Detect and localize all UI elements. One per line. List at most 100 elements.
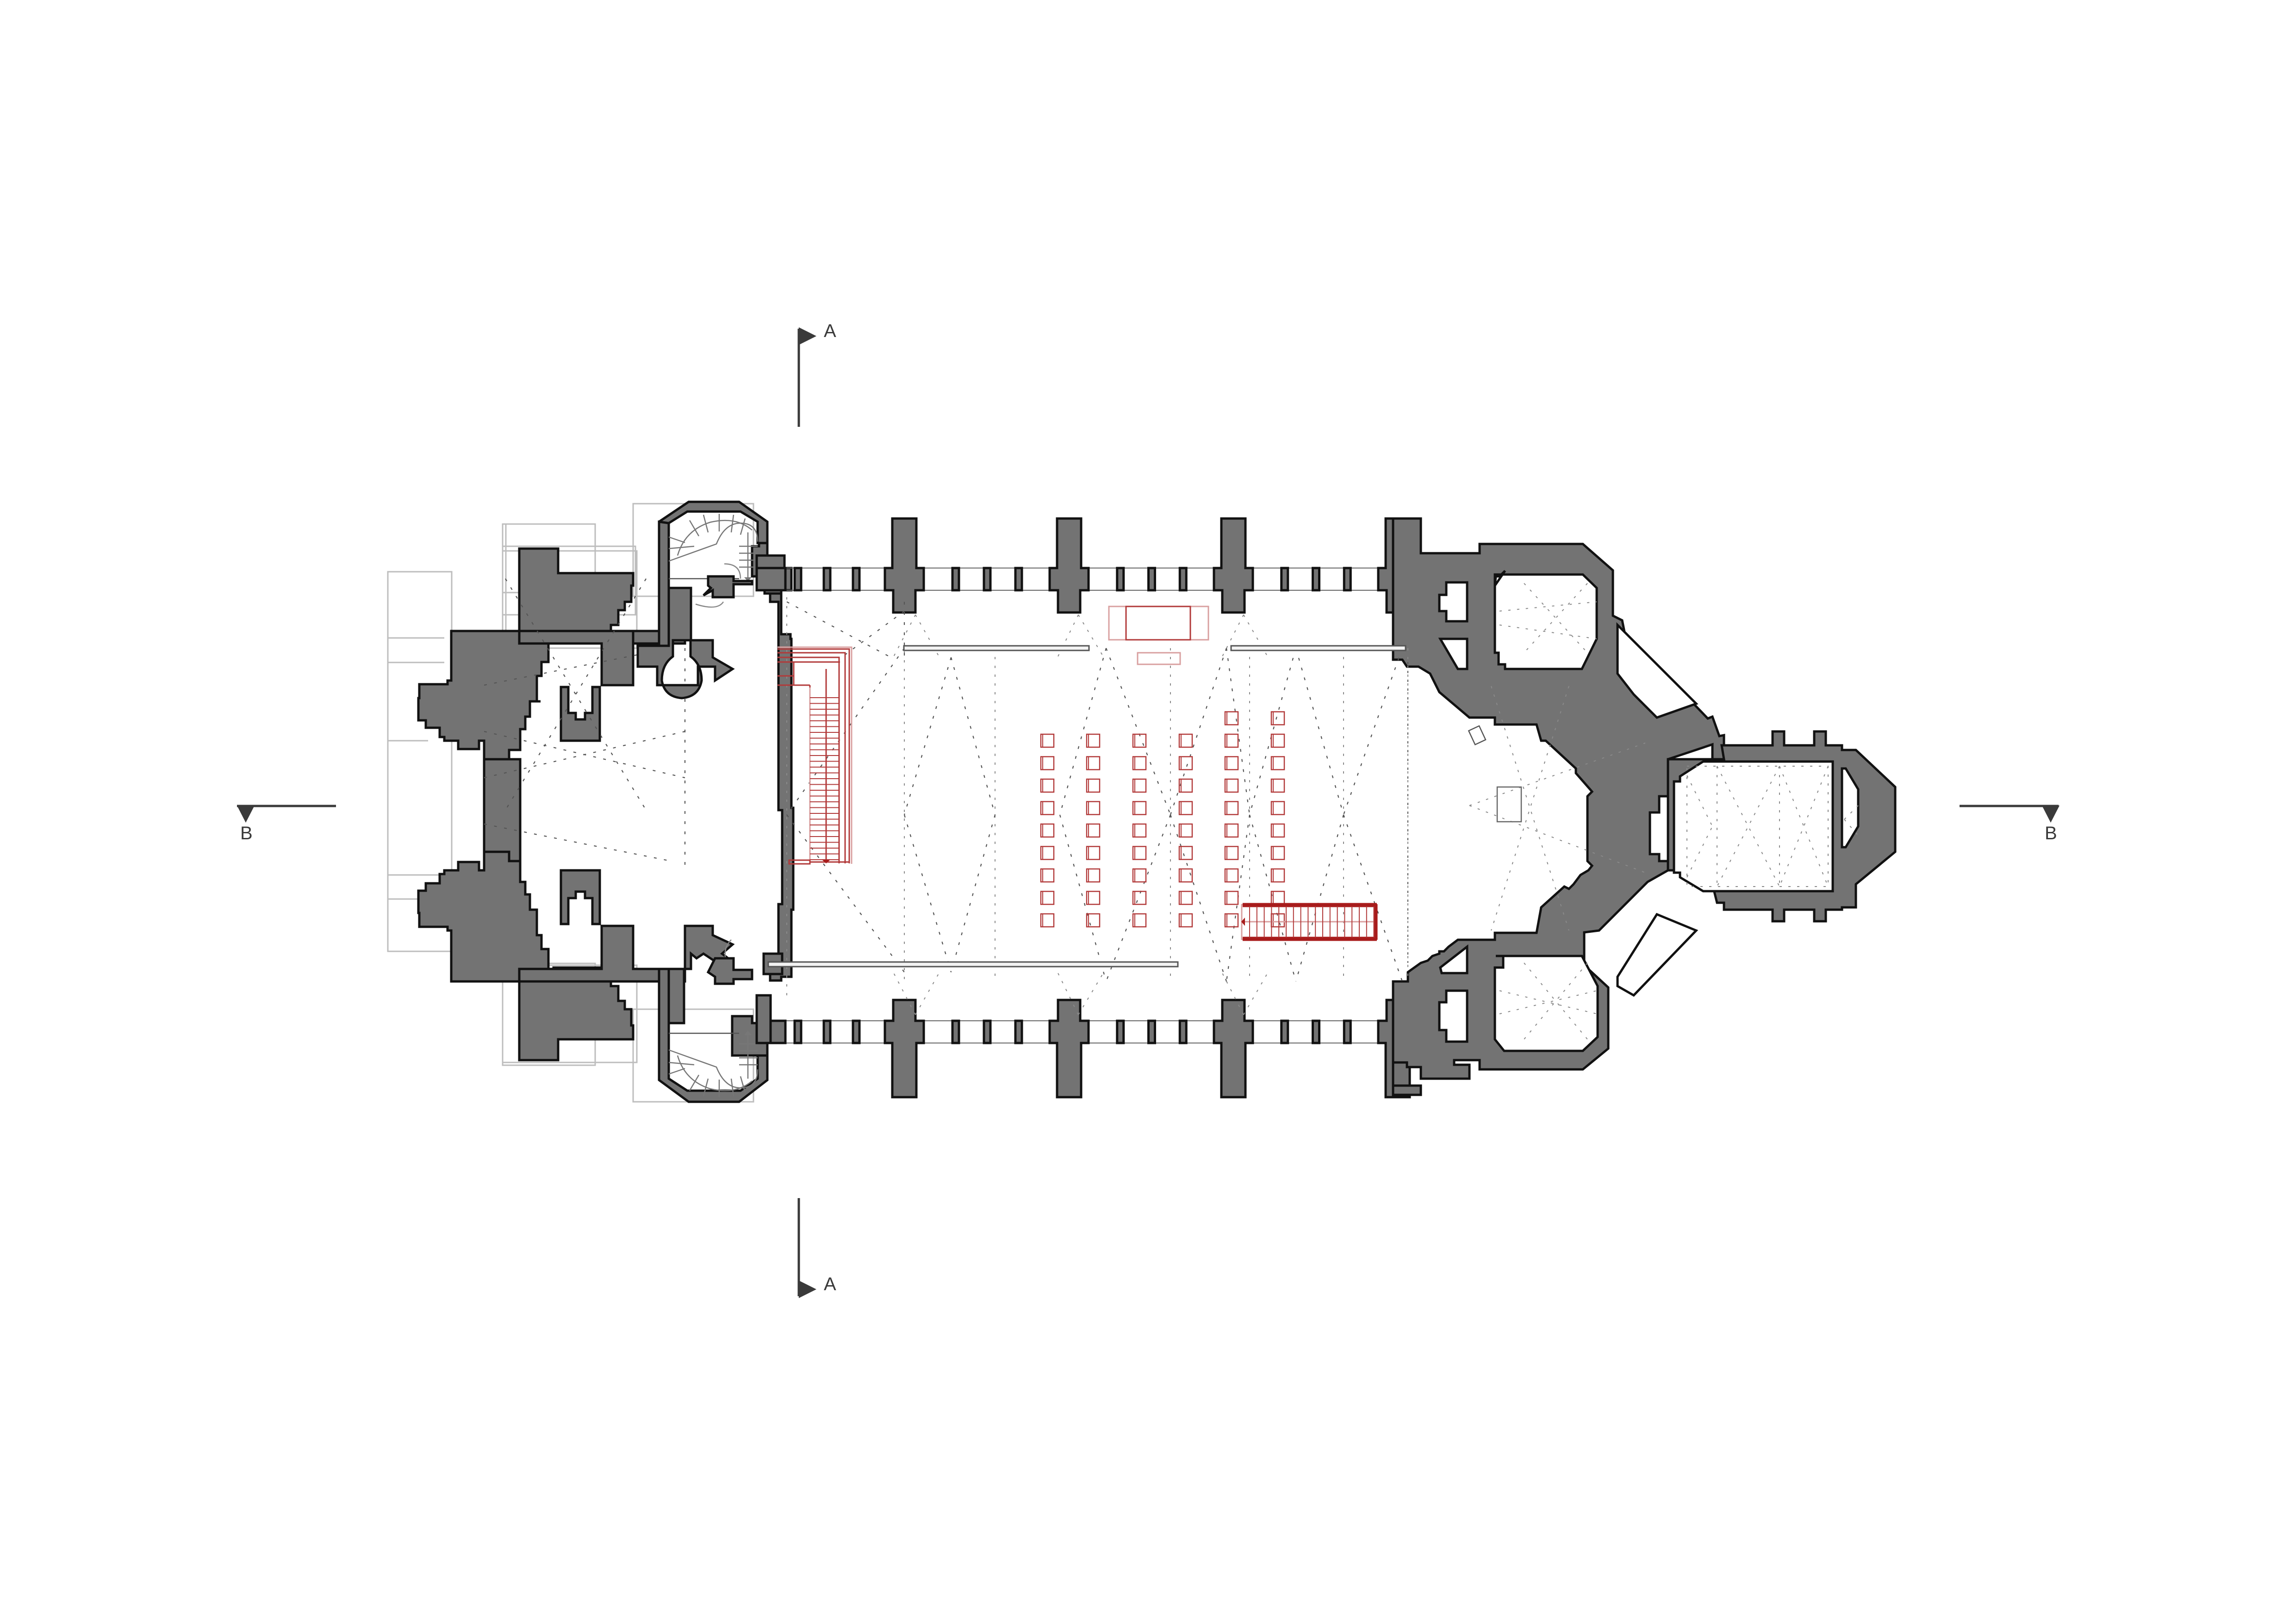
buttress-north [884,517,925,614]
chair [1224,891,1239,905]
section-label-a-top: A [824,321,836,341]
chair [1224,756,1239,770]
window-mullion [1312,1019,1320,1044]
chair-seat [1270,868,1285,883]
wall-stub [755,994,772,1044]
section-arrow-icon [799,327,816,345]
window-mullion [983,567,992,592]
window-mullion [1116,1019,1125,1044]
window-mullion [1014,1019,1023,1044]
chair [1178,823,1193,838]
chair [1040,756,1055,770]
chair [1086,891,1101,905]
chair [1178,756,1193,770]
buttress-south [1048,999,1090,1099]
chair [1040,733,1055,748]
window-mullion [1312,567,1320,592]
chair [1086,823,1101,838]
chair [1040,801,1055,815]
chair [1224,823,1239,838]
chair-seat [1040,846,1055,860]
chair-seat [1270,756,1285,770]
chair-seat [1132,823,1147,838]
chair-seat [1132,778,1147,793]
chair-seat [1040,891,1055,905]
chair-seat [1270,778,1285,793]
chair [1132,913,1147,928]
chair [1178,891,1193,905]
chair [1178,846,1193,860]
chair-seat [1040,756,1055,770]
chair [1086,846,1101,860]
chair [1224,801,1239,815]
chair-seat [1086,846,1101,860]
window-mullion [822,567,832,592]
nave-buttresses [755,517,1419,1099]
chair [1270,801,1285,815]
chair-seat [1132,846,1147,860]
altar [1108,606,1209,665]
chair [1224,778,1239,793]
chair [1270,846,1285,860]
window-mullion [1116,567,1125,592]
chair [1270,711,1285,725]
section-marker-a-bottom: A [797,1198,836,1298]
chair [1132,823,1147,838]
buttress-south [1213,999,1254,1099]
window-mullion [1280,1019,1289,1044]
section-label-b-right: B [2045,823,2057,843]
chair-seat [1224,778,1239,793]
window-mullion [1147,567,1156,592]
nave-west-wall [762,575,795,982]
chair [1132,733,1147,748]
buttress-north [1048,517,1090,614]
chair-seat [1132,801,1147,815]
chair-seat [1132,913,1147,928]
chair-seat [1086,778,1101,793]
chair-seat [1086,733,1101,748]
chair [1040,913,1055,928]
chair-seat [1270,846,1285,860]
chair-seat [1224,733,1239,748]
section-label-a-bottom: A [824,1274,836,1294]
window-mullion [1343,567,1352,592]
chair-seat [1132,891,1147,905]
section-arrow-icon [237,806,255,823]
chair [1224,846,1239,860]
section-marker-b-left: B [237,805,336,843]
window-mullion [852,567,861,592]
chair-seat [1178,733,1193,748]
chair-seat [1224,823,1239,838]
chancel [1667,730,1897,923]
south-spiral-stair [668,1032,759,1097]
chair-seat [1178,846,1193,860]
chair [1178,801,1193,815]
window-mullion [822,1019,832,1044]
chair [1040,891,1055,905]
west-tower-vault [484,578,686,866]
chair [1224,913,1239,928]
window-mullion [951,567,960,592]
window-mullion [793,567,803,592]
chair [1178,778,1193,793]
chair [1040,868,1055,883]
chair [1040,846,1055,860]
chair [1040,823,1055,838]
chair-seat [1224,756,1239,770]
chair [1178,733,1193,748]
chair-seat [1040,823,1055,838]
chair [1086,913,1101,928]
chair-seat [1040,733,1055,748]
chair [1224,711,1239,725]
chair-seat [1086,913,1101,928]
chair-seat [1224,801,1239,815]
chair-seat [1270,733,1285,748]
section-marker-b-right: B [1960,805,2060,843]
section-arrow-icon [2042,806,2060,823]
buttress-south [884,999,925,1099]
window-mullion [951,1019,960,1044]
chair-seat [1040,868,1055,883]
chair-seat [1040,913,1055,928]
north-stair-tower [632,500,774,700]
